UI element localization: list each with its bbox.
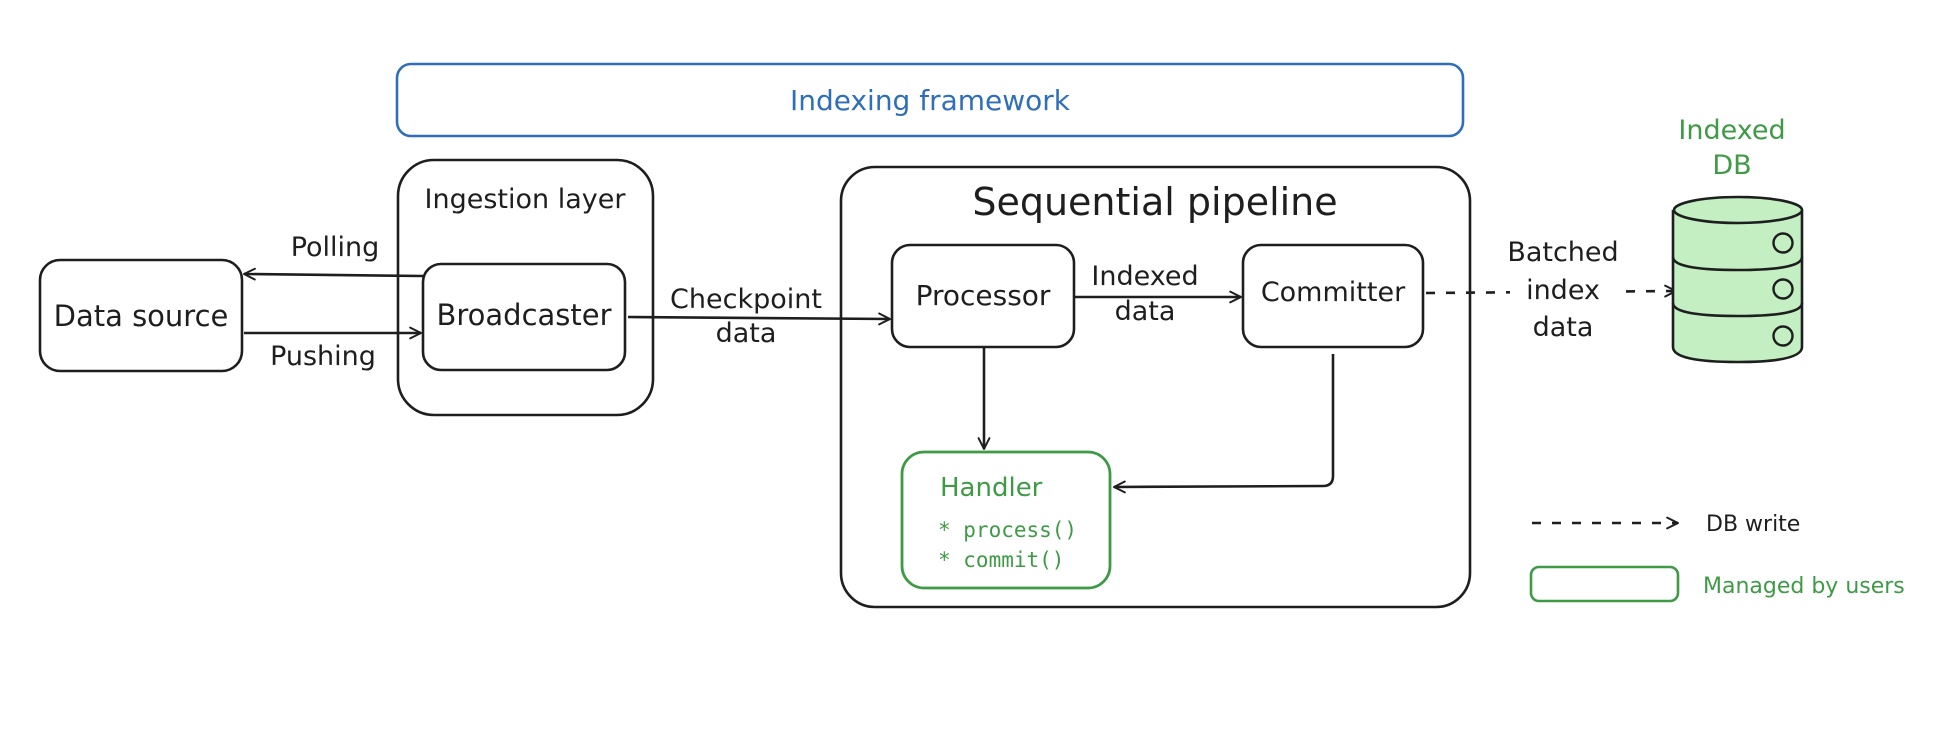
sequential-pipeline-title: Sequential pipeline <box>972 180 1337 224</box>
data-source-label: Data source <box>54 299 229 333</box>
framework-label: Indexing framework <box>790 84 1071 117</box>
ingestion-layer-title: Ingestion layer <box>425 184 627 215</box>
legend-managed-label: Managed by users <box>1703 574 1905 599</box>
handler-box <box>900 450 1112 590</box>
checkpoint-arrow <box>627 312 891 326</box>
batched-label-backdrop <box>1510 230 1616 342</box>
broadcaster-box <box>421 262 627 372</box>
polling-label: Polling <box>291 232 380 263</box>
batched-label-line2: index <box>1526 275 1600 306</box>
indexed-data-label-line2: data <box>1115 296 1176 327</box>
database-icon <box>1671 195 1804 364</box>
batched-label-line1: Batched <box>1507 237 1618 268</box>
batched-label-line3: data <box>1533 312 1594 343</box>
sequential-pipeline-box <box>839 165 1472 609</box>
handler-title: Handler <box>940 473 1043 503</box>
db-label-line1: Indexed <box>1678 115 1785 146</box>
checkpoint-label-line2: data <box>716 318 777 349</box>
pushing-label: Pushing <box>270 341 376 372</box>
indexed-data-label-line1: Indexed <box>1091 261 1198 292</box>
committer-label: Committer <box>1261 277 1406 308</box>
legend-managed-swatch <box>1529 565 1680 603</box>
framework-bar <box>395 62 1465 138</box>
broadcaster-label: Broadcaster <box>436 298 611 332</box>
data-source-box <box>38 258 244 373</box>
handler-method-process: * process() <box>938 518 1077 542</box>
db-label-line2: DB <box>1712 150 1751 181</box>
processor-label: Processor <box>916 279 1051 312</box>
checkpoint-label-line1: Checkpoint <box>670 284 822 315</box>
polling-arrow <box>243 267 424 281</box>
committer-to-handler-arrow <box>1113 354 1335 494</box>
handler-method-commit: * commit() <box>938 548 1064 572</box>
ingestion-layer-box <box>396 158 655 417</box>
legend-db-write-label: DB write <box>1706 512 1800 537</box>
committer-box <box>1241 243 1425 349</box>
